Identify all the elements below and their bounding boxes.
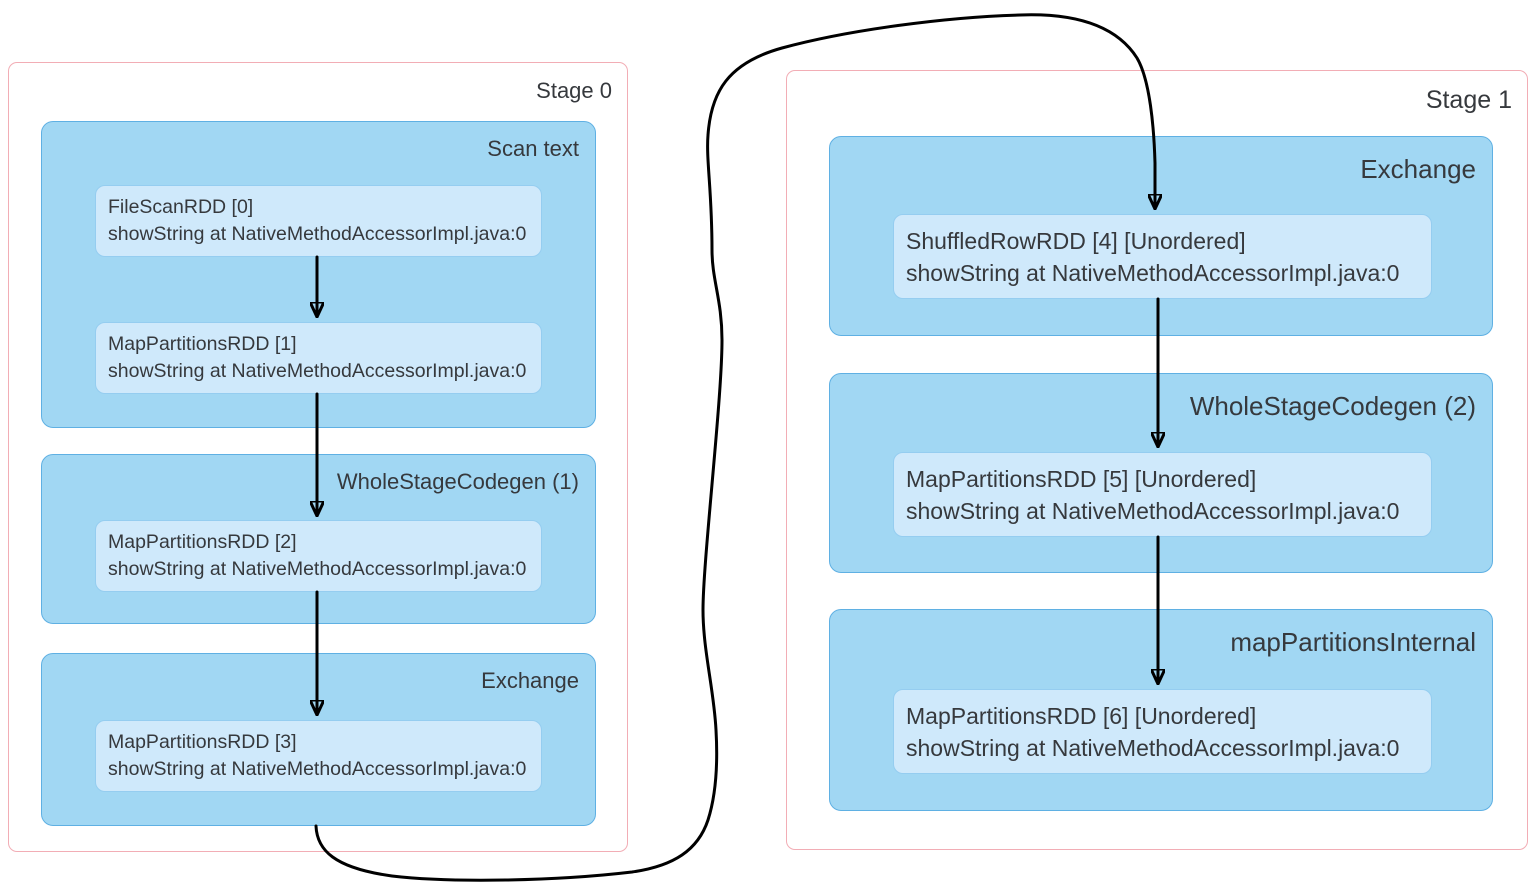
node-callsite: showString at NativeMethodAccessorImpl.j… [906, 497, 1400, 524]
node-callsite: showString at NativeMethodAccessorImpl.j… [108, 758, 527, 780]
node-name: ShuffledRowRDD [4] [Unordered] [906, 227, 1246, 254]
cluster-exchange-stage1: Exchange ShuffledRowRDD [4] [Unordered] … [829, 136, 1493, 336]
stage-label: Stage 1 [1425, 86, 1512, 114]
node-name: MapPartitionsRDD [3] [108, 731, 297, 753]
node-callsite: showString at NativeMethodAccessorImpl.j… [108, 558, 527, 580]
node-mappartitionsrdd-1[interactable]: MapPartitionsRDD [1] showString at Nativ… [95, 322, 542, 394]
cluster-exchange-stage0: Exchange MapPartitionsRDD [3] showString… [41, 653, 596, 826]
node-shuffledrowrdd-4[interactable]: ShuffledRowRDD [4] [Unordered] showStrin… [893, 214, 1432, 299]
stage-label: Stage 0 [536, 78, 612, 103]
node-name: MapPartitionsRDD [2] [108, 531, 297, 553]
node-filescanrdd-0[interactable]: FileScanRDD [0] showString at NativeMeth… [95, 185, 542, 257]
node-name: MapPartitionsRDD [5] [Unordered] [906, 465, 1257, 492]
node-callsite: showString at NativeMethodAccessorImpl.j… [108, 223, 527, 245]
node-mappartitionsrdd-3[interactable]: MapPartitionsRDD [3] showString at Nativ… [95, 720, 542, 792]
node-callsite: showString at NativeMethodAccessorImpl.j… [108, 360, 527, 382]
node-mappartitionsrdd-2[interactable]: MapPartitionsRDD [2] showString at Nativ… [95, 520, 542, 592]
node-callsite: showString at NativeMethodAccessorImpl.j… [906, 259, 1400, 286]
stage-0[interactable]: Stage 0 Scan text FileScanRDD [0] showSt… [8, 62, 628, 852]
node-callsite: showString at NativeMethodAccessorImpl.j… [906, 734, 1400, 761]
cluster-scan-text: Scan text FileScanRDD [0] showString at … [41, 121, 596, 428]
node-mappartitionsrdd-5[interactable]: MapPartitionsRDD [5] [Unordered] showStr… [893, 452, 1432, 537]
cluster-wholestagecodegen-1: WholeStageCodegen (1) MapPartitionsRDD [… [41, 454, 596, 624]
cluster-mappartitionsinternal: mapPartitionsInternal MapPartitionsRDD [… [829, 609, 1493, 811]
cluster-label: mapPartitionsInternal [1230, 627, 1476, 657]
stage-1[interactable]: Stage 1 Exchange ShuffledRowRDD [4] [Uno… [786, 70, 1528, 850]
cluster-label: WholeStageCodegen (1) [336, 469, 579, 494]
cluster-label: Exchange [481, 668, 579, 693]
cluster-label: Exchange [1360, 154, 1476, 184]
cluster-wholestagecodegen-2: WholeStageCodegen (2) MapPartitionsRDD [… [829, 373, 1493, 573]
node-name: MapPartitionsRDD [6] [Unordered] [906, 702, 1257, 729]
cluster-label: Scan text [487, 136, 579, 161]
cluster-label: WholeStageCodegen (2) [1189, 391, 1476, 421]
node-name: FileScanRDD [0] [108, 196, 254, 218]
node-mappartitionsrdd-6[interactable]: MapPartitionsRDD [6] [Unordered] showStr… [893, 689, 1432, 774]
node-name: MapPartitionsRDD [1] [108, 333, 297, 355]
